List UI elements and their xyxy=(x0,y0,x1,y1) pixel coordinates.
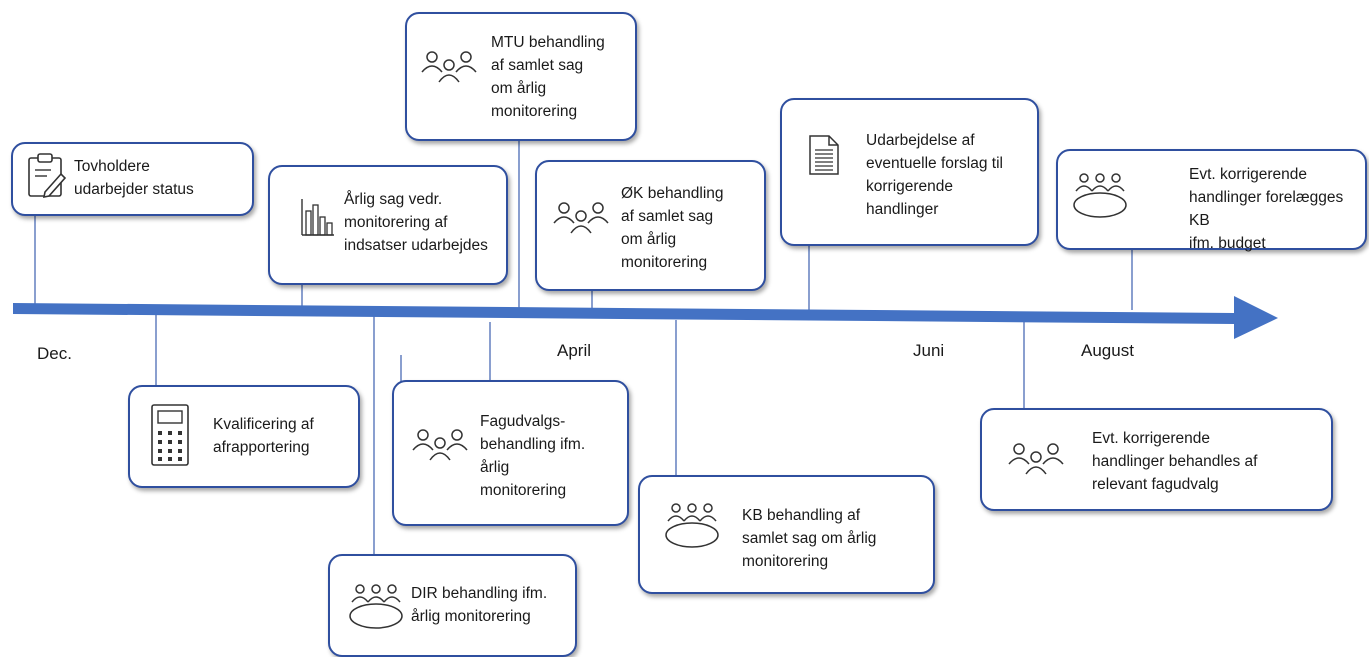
event-box-tovholdere: Tovholdere udarbejder status xyxy=(11,142,254,216)
event-text-fagudvalg: Fagudvalgs- behandling ifm. årlig monito… xyxy=(480,413,586,499)
bar-chart-icon xyxy=(301,199,334,236)
timeline-arrow xyxy=(13,296,1278,339)
event-box-ok: ØK behandling af samlet sag om årlig mon… xyxy=(535,160,766,291)
event-box-aarlig-sag: Årlig sag vedr. monitorering af indsatse… xyxy=(268,165,508,285)
event-box-kb: KB behandling af samlet sag om årlig mon… xyxy=(638,475,935,594)
month-label-april: April xyxy=(557,341,592,360)
event-text-udarbejdelse: Udarbejdelse af eventuelle forslag til k… xyxy=(866,132,1003,218)
event-text-dir: DIR behandling ifm. årlig monitorering xyxy=(411,585,548,625)
month-label-dec: Dec. xyxy=(37,344,72,363)
event-box-fagudvalg-relevant: Evt. korrigerende handlinger behandles a… xyxy=(980,408,1333,511)
meeting-table-icon xyxy=(349,584,403,629)
people-group-icon xyxy=(412,429,468,461)
people-group-icon xyxy=(421,51,477,83)
event-text-fagudvalg-relevant: Evt. korrigerende handlinger behandles a… xyxy=(1092,430,1258,493)
clipboard-icon xyxy=(28,153,67,199)
event-text-tovholdere: Tovholdere udarbejder status xyxy=(74,158,194,198)
meeting-table-icon xyxy=(665,503,719,548)
month-label-august: August xyxy=(1081,341,1134,360)
event-text-aarlig-sag: Årlig sag vedr. monitorering af indsatse… xyxy=(344,191,488,254)
event-text-kb-budget: Evt. korrigerende handlinger forelægges … xyxy=(1189,166,1344,252)
event-box-fagudvalg: Fagudvalgs- behandling ifm. årlig monito… xyxy=(392,380,629,526)
calculator-icon xyxy=(151,404,189,466)
people-group-icon xyxy=(553,202,609,234)
event-box-kb-budget: Evt. korrigerende handlinger forelægges … xyxy=(1056,149,1367,252)
event-box-mtu: MTU behandling af samlet sag om årlig mo… xyxy=(405,12,637,141)
event-text-mtu: MTU behandling af samlet sag om årlig mo… xyxy=(491,34,605,120)
event-box-udarbejdelse: Udarbejdelse af eventuelle forslag til k… xyxy=(780,98,1039,246)
event-text-ok: ØK behandling af samlet sag om årlig mon… xyxy=(621,185,724,271)
document-icon xyxy=(809,135,839,175)
event-text-kb: KB behandling af samlet sag om årlig mon… xyxy=(742,507,877,570)
event-box-dir: DIR behandling ifm. årlig monitorering xyxy=(328,554,577,657)
connector-lines xyxy=(34,140,1133,556)
event-box-kvalificering: Kvalificering af afrapportering xyxy=(128,385,360,488)
meeting-table-icon xyxy=(1073,173,1127,218)
month-label-juni: Juni xyxy=(913,341,945,360)
event-text-kvalificering: Kvalificering af afrapportering xyxy=(213,416,314,456)
people-group-icon xyxy=(1008,443,1064,475)
